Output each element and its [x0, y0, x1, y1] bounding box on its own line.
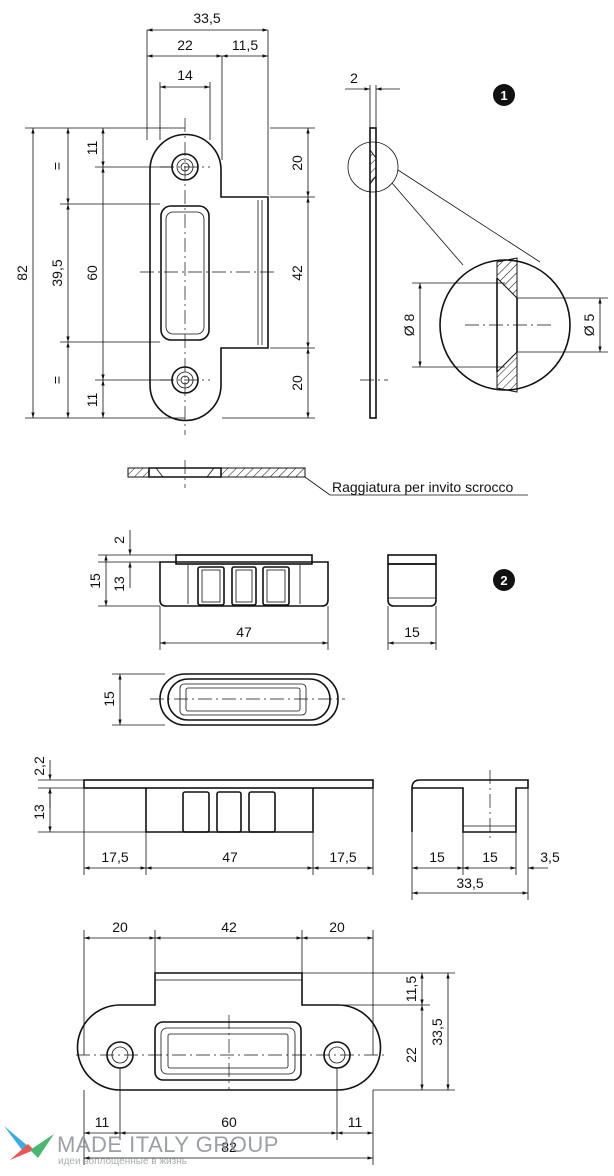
dim-bottom-h-total: 33,5: [429, 1018, 445, 1045]
dim-hole-pitch: 60: [84, 265, 100, 281]
figure1-dims-left: 82 39,5 = = 11 60 11: [14, 127, 185, 419]
dim-hole-span: 14: [177, 67, 193, 83]
dim-eq-top: =: [49, 162, 65, 170]
dim-front-h-body: 13: [111, 576, 127, 592]
dim-front-width: 47: [236, 624, 252, 640]
figure1-front-view: [140, 118, 275, 435]
dim-dia-inner: Ø 5: [581, 314, 597, 337]
plate-section: [369, 127, 377, 419]
dim-front-gap: 2: [111, 536, 127, 544]
figure2-badge: 2: [493, 569, 515, 591]
dim-top-height: 15: [101, 691, 117, 707]
dim-side2-a: 15: [429, 849, 445, 865]
dim-bottom-hole-pitch: 60: [221, 1114, 237, 1130]
figure2-bottom-view: 20 42 20 11,5 22 33,5 11 60 11 82: [76, 919, 455, 1165]
dim-tab-mid: 42: [289, 265, 305, 281]
dim-dia-outer: Ø 8: [401, 314, 417, 337]
section-note: Raggiatura per invito scrocco: [332, 479, 514, 495]
dim-hole-bottom: 11: [84, 393, 100, 408]
figure1-section-view: Raggiatura per invito scrocco: [127, 460, 528, 496]
dim-side2-total: 33,5: [456, 875, 483, 891]
figure1-badge: 1: [493, 84, 515, 106]
dim-side-width: 15: [404, 624, 420, 640]
watermark-logo: [4, 1126, 54, 1160]
dim-side2-b: 15: [482, 849, 498, 865]
watermark: MADE ITALY GROUP идеи воплощенные в жизн…: [4, 1126, 279, 1167]
dim-height-total: 82: [14, 265, 30, 281]
figure1-dims-top: 33,5 22 11,5 14: [146, 10, 269, 195]
dim-bottom-total: 82: [221, 1139, 237, 1155]
dim-front-h-total: 15: [87, 573, 103, 589]
figure2-plate-front-view: 2,2 13 17,5 47 17,5: [31, 756, 374, 875]
dim-width-right: 11,5: [232, 37, 258, 53]
dim-bottom-hole-left: 11: [95, 1114, 110, 1130]
figure1-dims-right: 20 42 20: [222, 127, 315, 419]
dim-bottom-left: 20: [112, 919, 128, 935]
dim-plate-right: 17,5: [329, 849, 356, 865]
detail-circle-small: [347, 141, 399, 193]
dim-side2-c: 3,5: [540, 849, 560, 865]
dim-bottom-hole-right: 11: [348, 1114, 363, 1130]
dim-plate-left: 17,5: [101, 849, 128, 865]
figure2-plate-side-view: 15 15 3,5 33,5: [411, 770, 560, 900]
figure1-side-view: 2 Ø 8 Ø 5: [345, 70, 608, 419]
dim-bottom-h-mid: 22: [403, 1047, 419, 1063]
dim-tab-top: 20: [289, 155, 305, 171]
watermark-brand: MADE ITALY GROUP: [57, 1132, 279, 1157]
dim-plate-h: 13: [31, 804, 47, 820]
figure2-front-view: 2 15 13 47: [87, 530, 329, 650]
dim-hole-top: 11: [84, 141, 100, 156]
figure2-side-view: 15: [387, 554, 437, 650]
dim-plate-mid: 47: [222, 849, 238, 865]
strike-plate-outline: [149, 133, 269, 422]
dim-width-left: 22: [177, 37, 193, 53]
dim-tab-bottom: 20: [289, 375, 305, 391]
dim-eq-bottom: =: [49, 376, 65, 384]
figure2-top-view: 15: [101, 673, 345, 726]
dim-bottom-h-top: 11,5: [403, 976, 419, 1002]
dim-thickness: 2: [350, 70, 358, 86]
dim-width-total: 33,5: [193, 10, 220, 26]
dim-bottom-mid: 42: [221, 919, 237, 935]
svg-text:2: 2: [500, 573, 507, 588]
watermark-tagline: идеи воплощенные в жизнь: [58, 1156, 187, 1167]
dim-plate-t: 2,2: [31, 756, 47, 776]
dim-height-mid: 39,5: [49, 259, 65, 286]
svg-text:1: 1: [500, 88, 507, 103]
dim-bottom-right: 20: [329, 919, 345, 935]
